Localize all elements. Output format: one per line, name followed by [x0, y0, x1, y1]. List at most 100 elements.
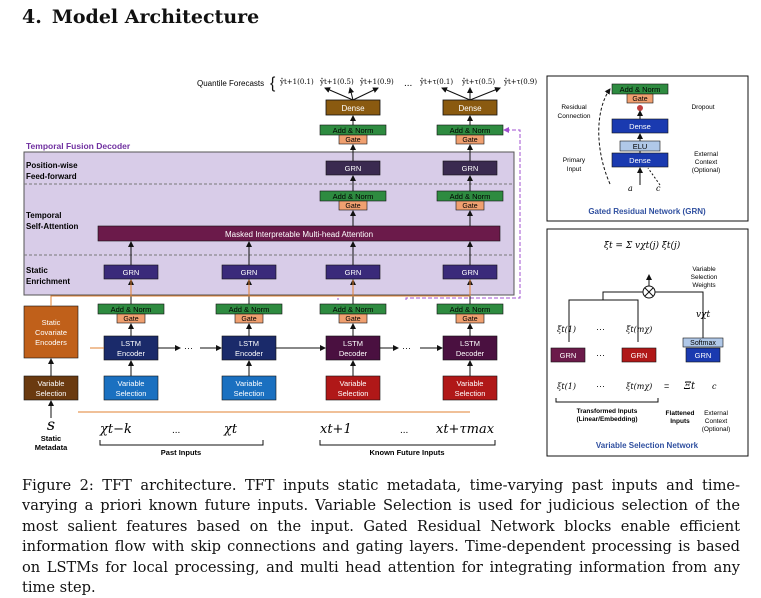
- decoder-title: Temporal Fusion Decoder: [26, 141, 131, 151]
- grn-ffn-2-label: GRN: [462, 164, 479, 173]
- vsn-xi-1: ξt(1): [557, 382, 576, 391]
- vsn-xi-tilde-1: ξ̃t(1): [557, 325, 576, 334]
- input-past-k: χt−k: [99, 422, 132, 437]
- grn-residual-l1: Residual: [561, 104, 587, 111]
- grn-panel-addnorm: Add & Norm: [620, 85, 661, 94]
- vsn-weights-l1: Variable: [692, 266, 716, 273]
- grn-external-l1: External: [694, 151, 718, 158]
- quantile-forecasts-label: Quantile Forecasts: [197, 79, 264, 88]
- vsn-grn-2: GRN: [631, 351, 648, 360]
- layer-attn-line1: Temporal: [26, 211, 61, 220]
- gate-attn-1-label: Gate: [345, 203, 360, 210]
- masked-attention-block: [97, 225, 501, 242]
- vsn-flattened-l1: Flattened: [666, 410, 695, 417]
- grn-primary-l1: Primary: [563, 157, 586, 164]
- gate-attn-2-label: Gate: [462, 203, 477, 210]
- vsn-panel: [546, 228, 749, 457]
- vsn-flattened-l2: Inputs: [670, 418, 690, 425]
- quantile-right-1: ŷt+τ(0.1): [419, 78, 453, 86]
- gate-lstm-2-label: Gate: [241, 316, 256, 323]
- vsn-grn-1: GRN: [560, 351, 577, 360]
- quantile-right-3: ŷt+τ(0.9): [503, 78, 537, 86]
- grn-c: c: [656, 184, 661, 193]
- static-vs-l2: Selection: [36, 389, 67, 398]
- vsn-c: c: [712, 382, 717, 391]
- gate-lstm-3-label: Gate: [345, 316, 360, 323]
- section-heading: 4. Model Architecture: [22, 6, 259, 28]
- svg-text:···: ···: [596, 381, 605, 391]
- addnorm-lstm-2-label: Add & Norm: [229, 305, 270, 314]
- lstm-dec-1-l2: Decoder: [339, 349, 368, 358]
- grn-enrich-2-label: GRN: [241, 268, 258, 277]
- vsn-eq: =: [664, 381, 669, 391]
- static-metadata-l2: Metadata: [35, 443, 68, 452]
- addnorm-top-1: Add & Norm Gate: [319, 124, 387, 145]
- svg-text:{: {: [270, 75, 276, 92]
- vsn-softmax: Softmax: [690, 340, 716, 347]
- grn-panel-gate: Gate: [632, 96, 647, 103]
- lstm-dec-2-l2: Decoder: [456, 349, 485, 358]
- svg-text:···: ···: [596, 350, 605, 360]
- grn-enrich-1-label: GRN: [123, 268, 140, 277]
- grn-enrich-3-label: GRN: [345, 268, 362, 277]
- past-inputs-label: Past Inputs: [161, 448, 201, 457]
- svg-text:···: ···: [402, 343, 411, 353]
- vsn-transformed-l2: (Linear/Embedding): [576, 416, 637, 423]
- known-future-inputs-label: Known Future Inputs: [370, 448, 445, 457]
- vsn-xi-tilde-m: ξ̃t(mχ): [626, 325, 652, 334]
- vs-2-l2: Selection: [234, 389, 265, 398]
- quantile-left-2: ŷt+1(0.5): [319, 78, 354, 86]
- addnorm-lstm-1-label: Add & Norm: [111, 305, 152, 314]
- vsn-formula: ξ̃t = Σ vχt(j) ξ̃t(j): [604, 240, 681, 251]
- vs-1-l2: Selection: [116, 389, 147, 398]
- layer-attn-line2: Self-Attention: [26, 222, 79, 231]
- vsn-v-symbol: vχt: [696, 310, 711, 320]
- grn-panel: [546, 75, 749, 222]
- tft-architecture-diagram: Quantile Forecasts { ŷt+1(0.1) ŷt+1(0.5)…: [23, 75, 749, 457]
- grn-panel-dense-2: Dense: [629, 156, 651, 165]
- section-title: Model Architecture: [51, 6, 260, 28]
- gate-lstm-4-label: Gate: [462, 316, 477, 323]
- vsn-external-l1: External: [704, 410, 728, 417]
- future-ellipsis: ...: [400, 425, 408, 436]
- addnorm-top-1-label: Add & Norm: [333, 126, 374, 135]
- figure-caption: Figure 2: TFT architecture. TFT inputs s…: [22, 477, 740, 597]
- vs-2-l1: Variable: [236, 379, 263, 388]
- lstm-enc-2-l1: LSTM: [239, 339, 259, 348]
- vsn-external-l3: (Optional): [702, 426, 731, 433]
- grn-external-l3: (Optional): [692, 167, 721, 174]
- vsn-grn-3: GRN: [695, 351, 712, 360]
- grn-ffn-1-label: GRN: [345, 164, 362, 173]
- addnorm-lstm-4-label: Add & Norm: [450, 305, 491, 314]
- input-future-tau: xt+τmax: [436, 422, 495, 437]
- lstm-dec-1-l1: LSTM: [343, 339, 363, 348]
- vs-3-l2: Selection: [338, 389, 369, 398]
- quantile-right-2: ŷt+τ(0.5): [461, 78, 495, 86]
- layer-enrich-line2: Enrichment: [26, 277, 70, 286]
- quantile-left-3: ŷt+1(0.9): [359, 78, 394, 86]
- vsn-Xi: Ξt: [683, 381, 696, 392]
- grn-external-l2: Context: [695, 159, 718, 166]
- addnorm-lstm: [97, 303, 504, 324]
- addnorm-top-2-label: Add & Norm: [450, 126, 491, 135]
- vsn-panel-title: Variable Selection Network: [596, 441, 699, 450]
- lstm-blocks: [103, 335, 498, 361]
- grn-panel-dense-1: Dense: [629, 122, 651, 131]
- masked-attention-label: Masked Interpretable Multi-head Attentio…: [225, 230, 373, 239]
- grn-primary-l2: Input: [567, 166, 582, 173]
- vsn-weights-l3: Weights: [692, 282, 716, 289]
- grn-panel-title: Gated Residual Network (GRN): [588, 207, 706, 216]
- quantile-ellipsis: ...: [404, 78, 412, 89]
- gate-top-2-label: Gate: [462, 137, 477, 144]
- quantile-left-1: ŷt+1(0.1): [279, 78, 314, 86]
- vsn-xi-m: ξt(mχ): [626, 382, 652, 391]
- section-number: 4.: [22, 6, 42, 28]
- vsn-transformed-l1: Transformed Inputs: [577, 408, 638, 415]
- input-future-1: xt+1: [320, 422, 352, 437]
- addnorm-top-2: Add & Norm Gate: [436, 124, 504, 145]
- vsn-weights-l2: Selection: [691, 274, 718, 281]
- layer-enrich-line1: Static: [26, 266, 48, 275]
- static-vs-l1: Variable: [38, 379, 65, 388]
- static-enc-l1: Static: [42, 318, 61, 327]
- addnorm-lstm-3-label: Add & Norm: [333, 305, 374, 314]
